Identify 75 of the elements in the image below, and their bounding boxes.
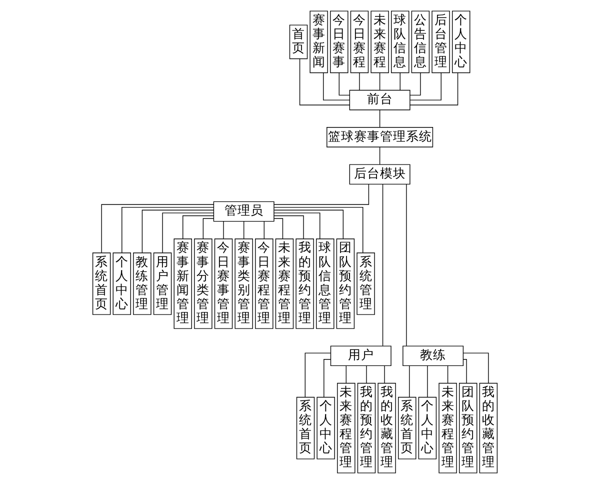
node-box: 团队预约管理: [336, 238, 355, 329]
node-box: 系统管理: [356, 252, 375, 315]
node-box: 个人中心: [316, 396, 335, 460]
connector: [346, 366, 347, 384]
connector: [223, 221, 224, 240]
node-box: 教练管理: [133, 252, 152, 315]
node-box: 系统首页: [296, 396, 315, 460]
connector: [427, 366, 428, 398]
node-box: 前台: [349, 90, 410, 110]
connector: [274, 184, 370, 205]
node-box: 我的收藏管理: [479, 382, 498, 474]
connector: [409, 366, 410, 398]
connector: [264, 221, 265, 240]
node-box: 球队信息管理: [316, 238, 334, 329]
connector: [366, 366, 367, 384]
node-box: 系统首页: [92, 252, 111, 315]
node-box: 用户: [330, 346, 392, 366]
connector: [379, 110, 380, 128]
node-box: 后台模块: [349, 164, 410, 185]
node-box: 个人中心: [452, 10, 470, 74]
node-box: 用户管理: [153, 252, 172, 315]
node-box: 赛事新闻: [310, 10, 328, 74]
connector: [274, 212, 320, 240]
node-box: 球队信息: [391, 10, 410, 74]
connector: [202, 218, 214, 240]
node-box: 我的预约管理: [296, 238, 314, 329]
node-box: 公告信息: [411, 10, 430, 74]
node-box: 今日赛事: [330, 10, 348, 74]
connector: [304, 352, 332, 398]
node-box: 今日赛事管理: [214, 238, 233, 329]
node-box: 教练: [402, 346, 464, 366]
connector: [101, 204, 214, 254]
node-box: 团队预约管理: [459, 382, 478, 474]
node-box: 个人中心: [418, 396, 437, 460]
connector: [384, 366, 385, 384]
node-box: 赛事新闻管理: [174, 238, 192, 329]
node-box: 个人中心: [112, 252, 131, 315]
node-box: 首页: [289, 24, 308, 60]
connector: [299, 58, 350, 106]
connector: [142, 210, 214, 254]
connector: [323, 72, 350, 100]
connector: [379, 146, 380, 165]
connector: [274, 210, 344, 240]
connector: [463, 359, 467, 384]
node-box: 未来赛程管理: [337, 382, 356, 474]
connector: [162, 212, 214, 254]
connector: [379, 72, 380, 90]
node-box: 系统首页: [398, 396, 416, 460]
node-box: 未来赛程管理: [438, 382, 457, 474]
connector: [410, 72, 421, 96]
connector: [274, 218, 284, 240]
node-box: 今日赛程管理: [255, 238, 274, 329]
node-box: 未来赛程管理: [275, 238, 294, 329]
connector: [410, 72, 442, 100]
connector: [122, 206, 214, 254]
node-box: 赛事类别管理: [234, 238, 253, 329]
node-box: 今日赛程: [350, 10, 369, 74]
connector: [410, 72, 458, 106]
connector: [463, 352, 489, 384]
connector: [274, 206, 364, 254]
connector: [382, 184, 384, 346]
node-box: 后台管理: [432, 10, 450, 74]
node-box: 篮球赛事管理系统: [326, 127, 434, 148]
node-box: 我的预约管理: [357, 382, 376, 474]
connector: [324, 359, 332, 398]
node-box: 未来赛程: [370, 10, 389, 74]
connector: [338, 72, 350, 96]
connector: [182, 215, 214, 240]
connector: [447, 366, 448, 384]
node-box: 赛事分类管理: [194, 238, 212, 329]
node-box: 管理员: [213, 201, 274, 222]
connector: [359, 72, 360, 90]
node-box: 我的收藏管理: [378, 382, 396, 474]
connector: [274, 215, 304, 240]
connector: [406, 184, 407, 346]
